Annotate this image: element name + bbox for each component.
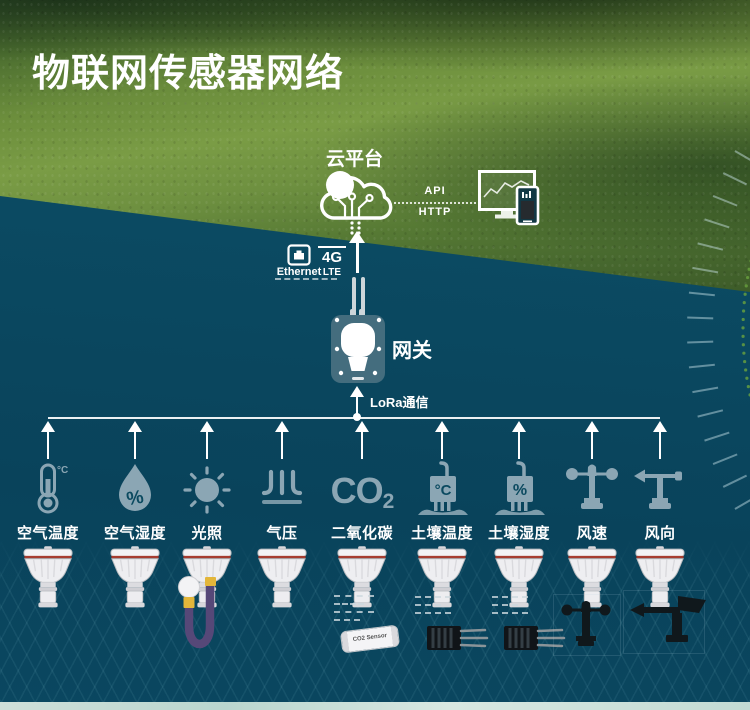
- gateway-antenna: [352, 277, 356, 311]
- sun-icon: [162, 458, 252, 520]
- sensor-column: CO2 二氧化碳 CO2 Sensor: [317, 420, 407, 710]
- sensor-device-photo: [109, 546, 161, 610]
- cloud-platform-label: 云平台: [326, 149, 384, 170]
- sensor-label: 空气湿度: [103, 525, 166, 542]
- sensor-label: 风向: [644, 525, 676, 542]
- sensor-column: % 空气湿度: [90, 420, 180, 710]
- sensor-label: 空气温度: [16, 525, 79, 542]
- humidity-drop-icon: %: [90, 458, 180, 520]
- sensor-column: % 土壤湿度: [474, 420, 566, 710]
- gateway-icon: [331, 309, 385, 383]
- svg-text:%: %: [513, 482, 527, 499]
- bottom-strip: [0, 702, 750, 710]
- svg-text:CO2: CO2: [331, 470, 394, 513]
- gateway-label: 网关: [392, 340, 432, 362]
- svg-text:°C: °C: [57, 465, 68, 476]
- sensor-label: 土壤湿度: [487, 525, 550, 542]
- wind-vane-photo: [630, 596, 706, 642]
- photo-frame: [553, 594, 621, 656]
- sensor-label: 光照: [191, 525, 223, 542]
- api-http-link-line: [394, 202, 476, 204]
- lora-label: LoRa通信: [370, 395, 429, 410]
- sensor-label: 气压: [266, 525, 298, 542]
- uplink-divider-line: [275, 278, 337, 280]
- sensor-column: °C 土壤温度: [397, 420, 489, 710]
- svg-text:°C: °C: [435, 482, 452, 499]
- sensor-column: 光照: [162, 420, 252, 710]
- sensor-device-photo: [22, 546, 74, 610]
- sensor-column: 风速: [547, 420, 637, 710]
- cloud-uplink-arrow: [349, 231, 365, 273]
- soil-probe-cable: [492, 596, 532, 620]
- light-sensor-photo: [178, 576, 216, 649]
- sensor-label: 二氧化碳: [330, 525, 393, 542]
- 4g-icon: 4G: [318, 246, 346, 266]
- sensor-device-photo: [256, 546, 308, 610]
- bus-arrow: [435, 421, 449, 459]
- bus-arrow: [355, 421, 369, 459]
- lte-label: LTE: [322, 267, 342, 278]
- bus-arrow: [41, 421, 55, 459]
- bus-arrow: [585, 421, 599, 459]
- sensor-column: 气压: [237, 420, 327, 710]
- sensor-label: 土壤温度: [410, 525, 473, 542]
- sensor-column: °C 空气温度: [3, 420, 93, 710]
- soil-probe-photo: [504, 626, 566, 650]
- co2-sensor-cable: [334, 595, 378, 627]
- soil-probe-photo: [427, 626, 489, 650]
- bus-junction-dot: [353, 413, 361, 421]
- api-label: API: [424, 185, 446, 197]
- co2-icon: CO2: [317, 458, 407, 520]
- pressure-icon: [237, 458, 327, 520]
- page-title: 物联网传感器网络: [32, 53, 345, 95]
- sensor-label: 风速: [576, 525, 608, 542]
- wind-vane-icon: [615, 458, 705, 520]
- bus-arrow: [512, 421, 526, 459]
- sensor-column: 风向: [615, 420, 706, 710]
- bus-arrow: [128, 421, 142, 459]
- svg-text:%: %: [125, 487, 145, 511]
- ethernet-label: Ethernet: [276, 266, 322, 278]
- anemometer-photo: [561, 601, 611, 646]
- soil-probe-cable: [415, 596, 455, 620]
- soil-moisture-probe-icon: %: [474, 458, 564, 520]
- lora-uplink-arrow: [350, 386, 364, 418]
- ethernet-icon: [287, 244, 311, 266]
- co2-sensor-capsule: CO2 Sensor: [339, 624, 401, 654]
- gateway-antenna: [361, 277, 365, 311]
- photo-frame: [623, 590, 705, 654]
- anemometer-icon: [547, 458, 637, 520]
- monitor-phone-icon: [478, 170, 540, 226]
- bus-arrow: [275, 421, 289, 459]
- soil-temperature-probe-icon: °C: [397, 458, 487, 520]
- http-label: HTTP: [418, 206, 452, 218]
- bus-arrow: [653, 421, 667, 459]
- cloud-icon: [320, 171, 393, 235]
- thermometer-icon: °C: [3, 458, 93, 520]
- bus-arrow: [200, 421, 214, 459]
